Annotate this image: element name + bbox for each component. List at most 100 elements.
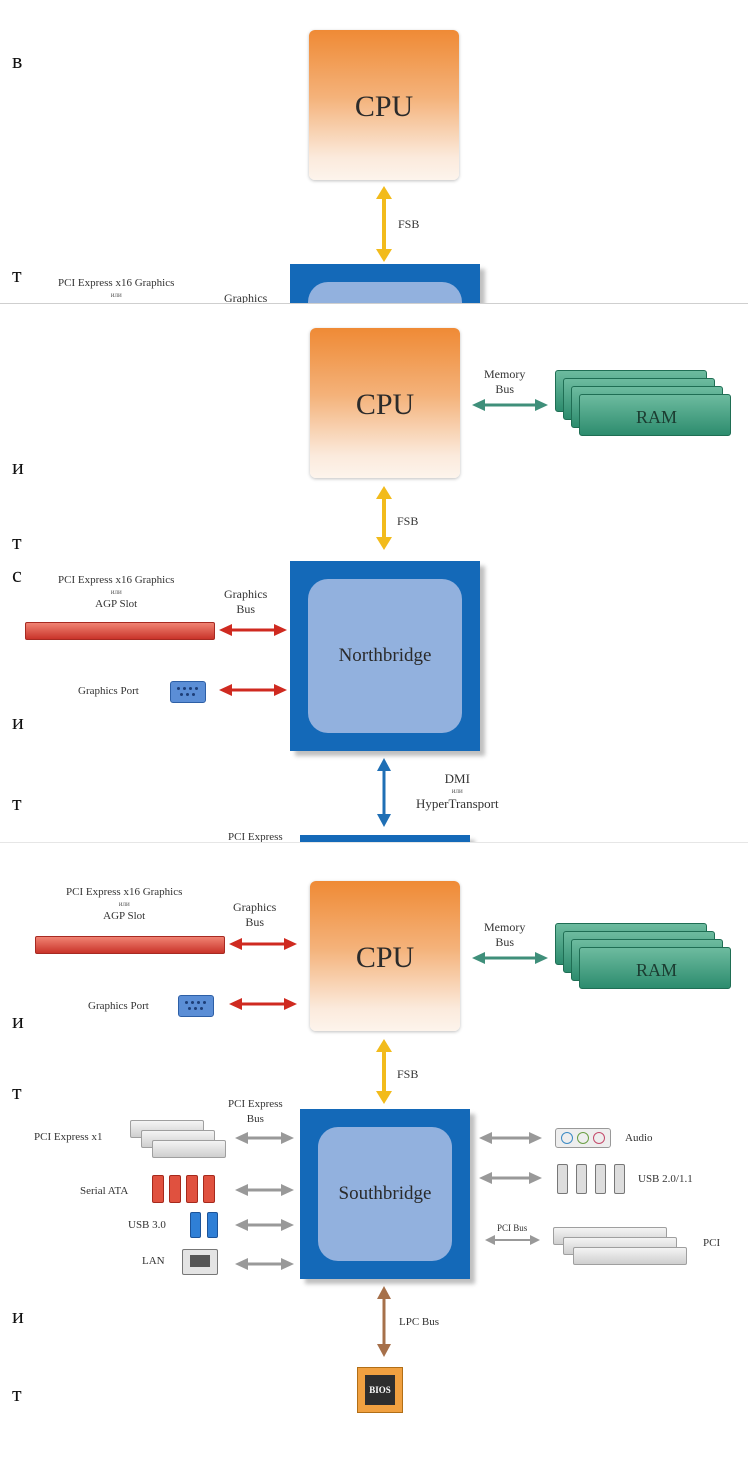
diagram-panel-1: в т CPU FSB PCI Express x16 Graphics или… [0, 0, 748, 303]
graphics-bus-line2: Bus [245, 915, 264, 929]
graphics-bus-line1: Graphics [233, 900, 277, 914]
graphics-port-label: Graphics Port [78, 685, 139, 697]
usb3-port [207, 1212, 218, 1238]
northbridge-chip-partial [290, 264, 480, 303]
panel3-connectors [229, 938, 548, 1357]
cpu-block: CPU [309, 30, 459, 180]
graphics-port-label: Graphics Port [88, 1000, 149, 1012]
or-text: или [451, 787, 463, 795]
dmi-arrow-head-down [377, 814, 391, 827]
margin-text: с [12, 562, 22, 587]
chip-inner [308, 282, 462, 303]
hypertransport-text: HyperTransport [416, 796, 499, 811]
northbridge-label: Northbridge [338, 645, 432, 666]
margin-text: т [12, 529, 22, 554]
graphics-bus-line1: Graphics [224, 587, 268, 601]
audio-jack-icon [555, 1128, 611, 1148]
southbridge-label: Southbridge [338, 1183, 432, 1204]
fsb-arrow-head-down [376, 249, 392, 262]
pcie-bus-line1: PCI Express [228, 1098, 283, 1110]
usb3-port [190, 1212, 201, 1238]
sata-port [186, 1175, 198, 1203]
graphics-arrow-head-left [219, 624, 232, 636]
memory-bus-line2: Bus [495, 382, 514, 396]
margin-text: и [12, 709, 24, 734]
dmi-arrow-head-up [377, 758, 391, 771]
sata-port [169, 1175, 181, 1203]
usb2-port [614, 1164, 625, 1194]
panel2-connectors [219, 399, 548, 827]
agp-slot [25, 622, 215, 640]
usb2-port [576, 1164, 587, 1194]
memory-bus-line1: Memory [484, 920, 526, 934]
pcie-x1-label: PCI Express x1 [34, 1131, 103, 1143]
pci-head-left [485, 1235, 495, 1245]
graphics-bus-label: Graphics Bus [224, 587, 267, 617]
agp-slot-label: AGP Slot [103, 910, 146, 922]
pci-bus-label: PCI Bus [497, 1223, 528, 1233]
margin-text: т [12, 1381, 22, 1406]
graphics-label: Graphics [224, 291, 268, 303]
pci-head-right [530, 1235, 540, 1245]
graphics-bus-line2: Bus [236, 602, 255, 616]
fsb-arrow-head-up [376, 1039, 392, 1052]
audio-label: Audio [625, 1132, 653, 1144]
lan-head-left [235, 1258, 248, 1270]
cpu-block: CPU [310, 881, 460, 1031]
lan-label: LAN [142, 1255, 165, 1267]
pcie-cut-label: PCI Express [228, 831, 283, 842]
northbridge-chip: Northbridge [290, 561, 480, 751]
panel1-connectors [376, 186, 392, 262]
diagram-panel-3: и т и т PCI Express x16 Graphics или AGP… [0, 843, 748, 1464]
sata-head-left [235, 1184, 248, 1196]
diagram-panel-2: и т с и т CPU RAM Memory Bus PCI Express… [0, 304, 748, 842]
memory-bus-line2: Bus [495, 935, 514, 949]
margin-text: и [12, 1008, 24, 1033]
memory-arrow-head-left [472, 399, 485, 411]
vga-connector-icon [178, 995, 214, 1017]
graphics-bus-label: Graphics Bus [233, 900, 276, 930]
fsb-arrow-head-down [376, 537, 392, 550]
audio-head-left [479, 1132, 492, 1144]
graphics-port-head-left [229, 998, 242, 1010]
graphics-arrow-head-right [284, 938, 297, 950]
or-text: или [110, 291, 122, 299]
margin-text: в [12, 48, 23, 73]
usb2-port [557, 1164, 568, 1194]
graphics-port-head-right [274, 684, 287, 696]
margin-text: и [12, 1303, 24, 1328]
usb2-head-right [529, 1172, 542, 1184]
pcie-x1-head-right [281, 1132, 294, 1144]
graphics-arrow-head-right [274, 624, 287, 636]
bios-chip-icon: BIOS [357, 1367, 403, 1413]
fsb-arrow-head-up [376, 486, 392, 499]
pci-label: PCI [703, 1237, 721, 1249]
pcie-graphics-label: PCI Express x16 Graphics или AGP Slot [66, 885, 182, 924]
pcie-bus-line2: Bus [246, 1113, 264, 1125]
pcie-x1-head-left [235, 1132, 248, 1144]
ram-module [579, 394, 731, 436]
southbridge-inner: Southbridge [318, 1127, 452, 1261]
pcie-graphics-text: PCI Express x16 Graphics [66, 886, 183, 898]
divider [0, 842, 748, 843]
graphics-port-head-left [219, 684, 232, 696]
pcie-graphics-label: PCI Express x16 Graphics или AGP Slot [58, 573, 174, 612]
agp-slot [35, 936, 225, 954]
bios-chip-core [365, 1375, 395, 1405]
northbridge-inner: Northbridge [308, 579, 462, 733]
pcie-graphics-label: PCI Express x16 Graphics или [58, 276, 174, 300]
fsb-label: FSB [397, 514, 419, 528]
pcie-graphics-text: PCI Express x16 Graphics [58, 277, 175, 289]
usb3-head-left [235, 1219, 248, 1231]
serial-ata-label: Serial ATA [80, 1185, 129, 1197]
lpc-head-down [377, 1344, 391, 1357]
fsb-label: FSB [398, 217, 420, 231]
usb3-head-right [281, 1219, 294, 1231]
usb2-head-left [479, 1172, 492, 1184]
cpu-label: CPU [354, 90, 414, 123]
ram-module [579, 947, 731, 989]
memory-arrow-head-left [472, 952, 485, 964]
vga-connector-icon [170, 681, 206, 703]
margin-text: т [12, 262, 22, 287]
pcie-x1-card [152, 1140, 226, 1158]
